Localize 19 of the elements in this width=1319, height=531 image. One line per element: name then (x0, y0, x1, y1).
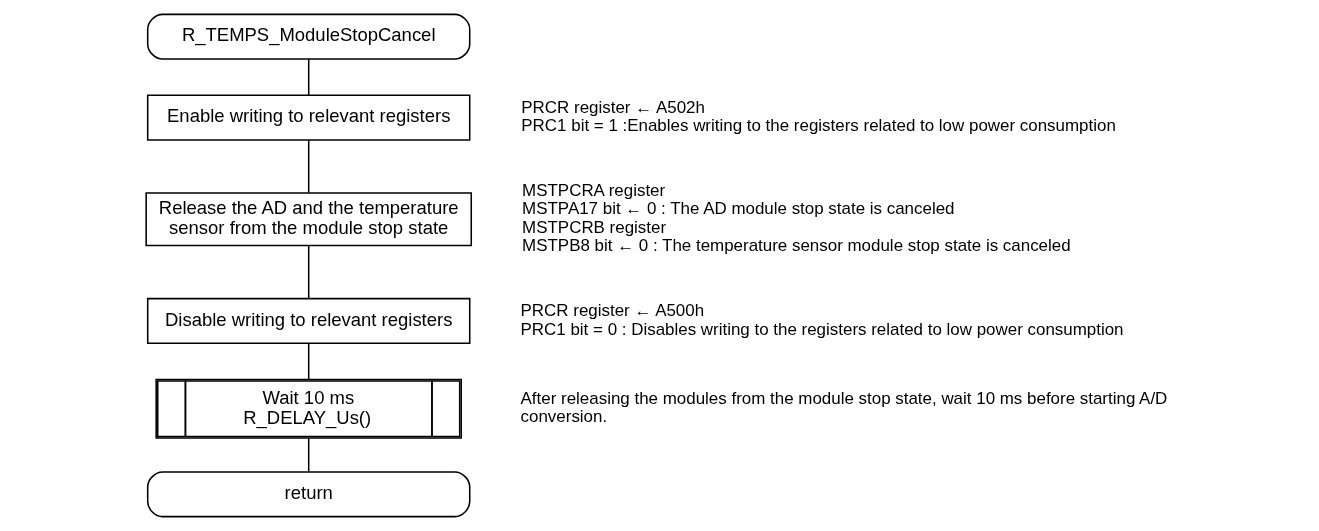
node-label: MSTPA17 bit ← 0 : The AD module stop state is canceled (521, 199, 955, 219)
node-label: MSTPCRB register (521, 217, 666, 237)
node-box: Release the AD and the temperature sensor from the module stop state (144, 192, 472, 247)
node-box: Disable writing to relevant registers (146, 297, 470, 345)
node-box: Enable writing to relevant registers (146, 94, 470, 141)
node-label: MSTPB8 bit ← 0 : The temperature sensor module stop state is canceled (521, 236, 1071, 256)
node-label: PRCR register ← A500h (520, 301, 704, 321)
connector (307, 58, 309, 96)
connector (307, 139, 309, 194)
connector (307, 437, 309, 473)
node-label: MSTPCRA register (521, 180, 665, 200)
node-label: PRC1 bit = 1 :Enables writing to the registers related to low power consumption (520, 116, 1116, 136)
connector (307, 244, 309, 299)
node-label: After releasing the modules from the module stop state, wait 10 ms before starting A/D conversion. (520, 388, 1167, 427)
node-label: PRCR register ← A502h (520, 97, 705, 117)
connector (307, 342, 309, 380)
node-box: return (146, 471, 470, 518)
node-label: PRC1 bit = 0 : Disables writing to the registers related to low power consumption (520, 319, 1124, 339)
node-box: R_TEMPS_ModuleStopCancel (146, 13, 470, 60)
